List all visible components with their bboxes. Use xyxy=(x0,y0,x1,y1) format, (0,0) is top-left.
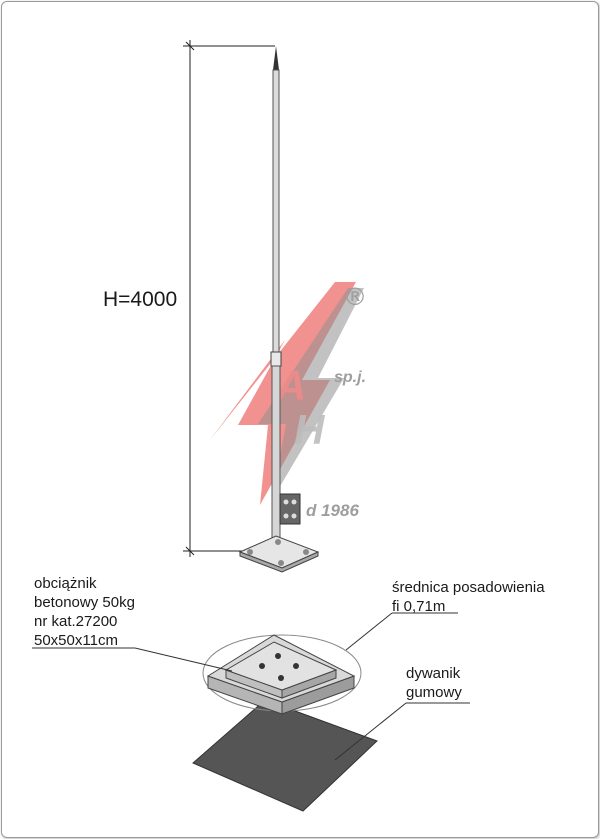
ballast-block-top xyxy=(224,641,338,691)
ballast-label-line-2: betonowy 50kg xyxy=(34,594,135,611)
mast xyxy=(238,46,320,573)
base-bolt-2 xyxy=(303,549,309,555)
base-diameter-label: średnica posadowienia fi 0,71m xyxy=(392,579,545,615)
clamp-bolt-1 xyxy=(283,499,289,505)
mast-clamp xyxy=(279,493,301,525)
mast-lower-tube xyxy=(271,365,281,542)
logo-registered-mark: ® xyxy=(343,283,367,311)
mat-label-line-2: gumowy xyxy=(406,684,462,701)
diameter-leader xyxy=(345,612,393,651)
ballast-leader xyxy=(134,647,233,672)
diameter-label-line-1: średnica posadowienia xyxy=(392,579,545,596)
leader-lines xyxy=(32,612,470,761)
base-bolt-4 xyxy=(278,560,284,566)
clamp-bolt-3 xyxy=(283,513,289,519)
mast-upper-rod xyxy=(272,69,280,361)
ballast-label-line-1: obciążnik xyxy=(34,575,97,592)
company-logo: A H sp.j. ® d 1986 xyxy=(210,282,367,520)
clamp-bolt-4 xyxy=(291,513,297,519)
mat-leader xyxy=(334,702,407,761)
ballast-stud-1 xyxy=(259,663,265,669)
diameter-label-line-2: fi 0,71m xyxy=(392,598,445,615)
mast-tip xyxy=(273,46,279,70)
ballast-stud-2 xyxy=(293,663,299,669)
logo-suffix: sp.j. xyxy=(334,369,366,386)
ballast-label-line-4: 50x50x11cm xyxy=(34,632,118,649)
concrete-ballast xyxy=(202,634,362,715)
height-dimension: H=4000 xyxy=(103,40,275,557)
ballast-label: obciążnik betonowy 50kg nr kat.27200 50x… xyxy=(34,575,135,649)
rubber-mat-label: dywanik gumowy xyxy=(406,665,462,701)
mat-label-line-1: dywanik xyxy=(406,665,461,682)
dimension-tick-bottom-short xyxy=(185,546,195,556)
ballast-label-line-3: nr kat.27200 xyxy=(34,613,117,630)
base-bolt-3 xyxy=(275,539,281,545)
base-bolt-1 xyxy=(247,549,253,555)
clamp-bolt-2 xyxy=(291,499,297,505)
height-label: H=4000 xyxy=(103,288,177,311)
logo-letter-h: H xyxy=(294,406,326,453)
ballast-stud-4 xyxy=(278,675,284,681)
ballast-stud-3 xyxy=(275,653,281,659)
rubber-mat xyxy=(192,699,378,812)
dimension-tick-top-short xyxy=(185,41,195,51)
mast-coupling xyxy=(270,351,282,367)
logo-since: d 1986 xyxy=(306,501,359,520)
base-plate-edge xyxy=(239,551,319,573)
logo-bolt-grey xyxy=(258,288,364,500)
